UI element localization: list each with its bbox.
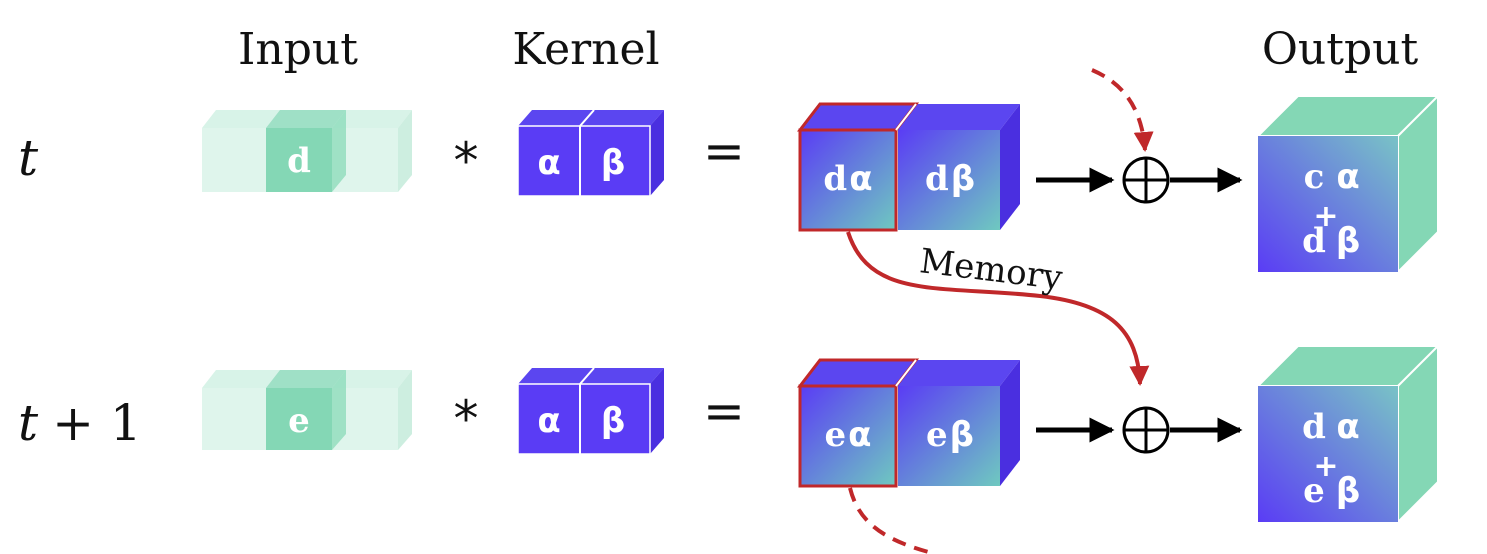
product-label-0: eα	[825, 415, 872, 455]
input-strip: d	[202, 110, 412, 192]
product-cell	[898, 386, 1000, 486]
output-bottom-left: d	[1302, 221, 1326, 261]
kernel-alpha: α	[537, 401, 560, 441]
kernel-alpha: α	[537, 143, 560, 183]
output-bottom-left: e	[1303, 471, 1325, 511]
convolution-operator: *	[454, 390, 479, 448]
convolution-operator: *	[454, 132, 479, 190]
output-top-left: c	[1304, 157, 1325, 197]
product-cells: dα dβ	[796, 102, 1020, 232]
equals-sign: =	[703, 122, 745, 180]
output-top-right: α	[1336, 407, 1359, 447]
output-plus: +	[1313, 199, 1338, 234]
input-strip-side	[398, 110, 412, 192]
memory-arrow	[846, 231, 1150, 386]
output-bottom-right: β	[1336, 471, 1360, 511]
output-cube: d α + e β	[1255, 343, 1441, 525]
row-label-t: t	[18, 129, 39, 187]
product-cell-memory	[798, 384, 898, 488]
input-cell-current	[266, 388, 332, 450]
input-header: Input	[238, 24, 358, 75]
product-cells: eα eβ	[796, 358, 1020, 488]
product-cell-memory	[798, 128, 898, 232]
product-cell	[898, 130, 1000, 230]
output-top-left: d	[1302, 407, 1326, 447]
output-bottom-right: β	[1336, 221, 1360, 261]
row-t-plus-1: t+ 1 e * α β = eα	[18, 343, 1441, 554]
output-cube: c α + d β	[1255, 93, 1441, 275]
kernel: α β	[517, 109, 664, 197]
kernel-beta: β	[601, 401, 625, 441]
product-label-0: dα	[823, 159, 872, 199]
output-plus: +	[1313, 449, 1338, 484]
kernel: α β	[517, 367, 664, 455]
input-symbol: e	[288, 401, 310, 441]
memory-in-arrow	[1091, 68, 1154, 152]
equals-sign: =	[703, 382, 745, 440]
product-label-1: dβ	[925, 159, 975, 199]
product-label-1: eβ	[926, 415, 974, 455]
kernel-header: Kernel	[512, 24, 659, 75]
kernel-beta: β	[601, 143, 625, 183]
input-strip: e	[202, 370, 412, 450]
input-symbol: d	[287, 141, 311, 181]
output-top-right: α	[1336, 157, 1359, 197]
row-label-t-plus-1: t+ 1	[18, 394, 142, 452]
memory-out-arrow	[848, 487, 937, 554]
output-header: Output	[1262, 24, 1419, 75]
row-t: t d * α β =	[18, 68, 1441, 275]
input-cell-current	[266, 128, 332, 192]
